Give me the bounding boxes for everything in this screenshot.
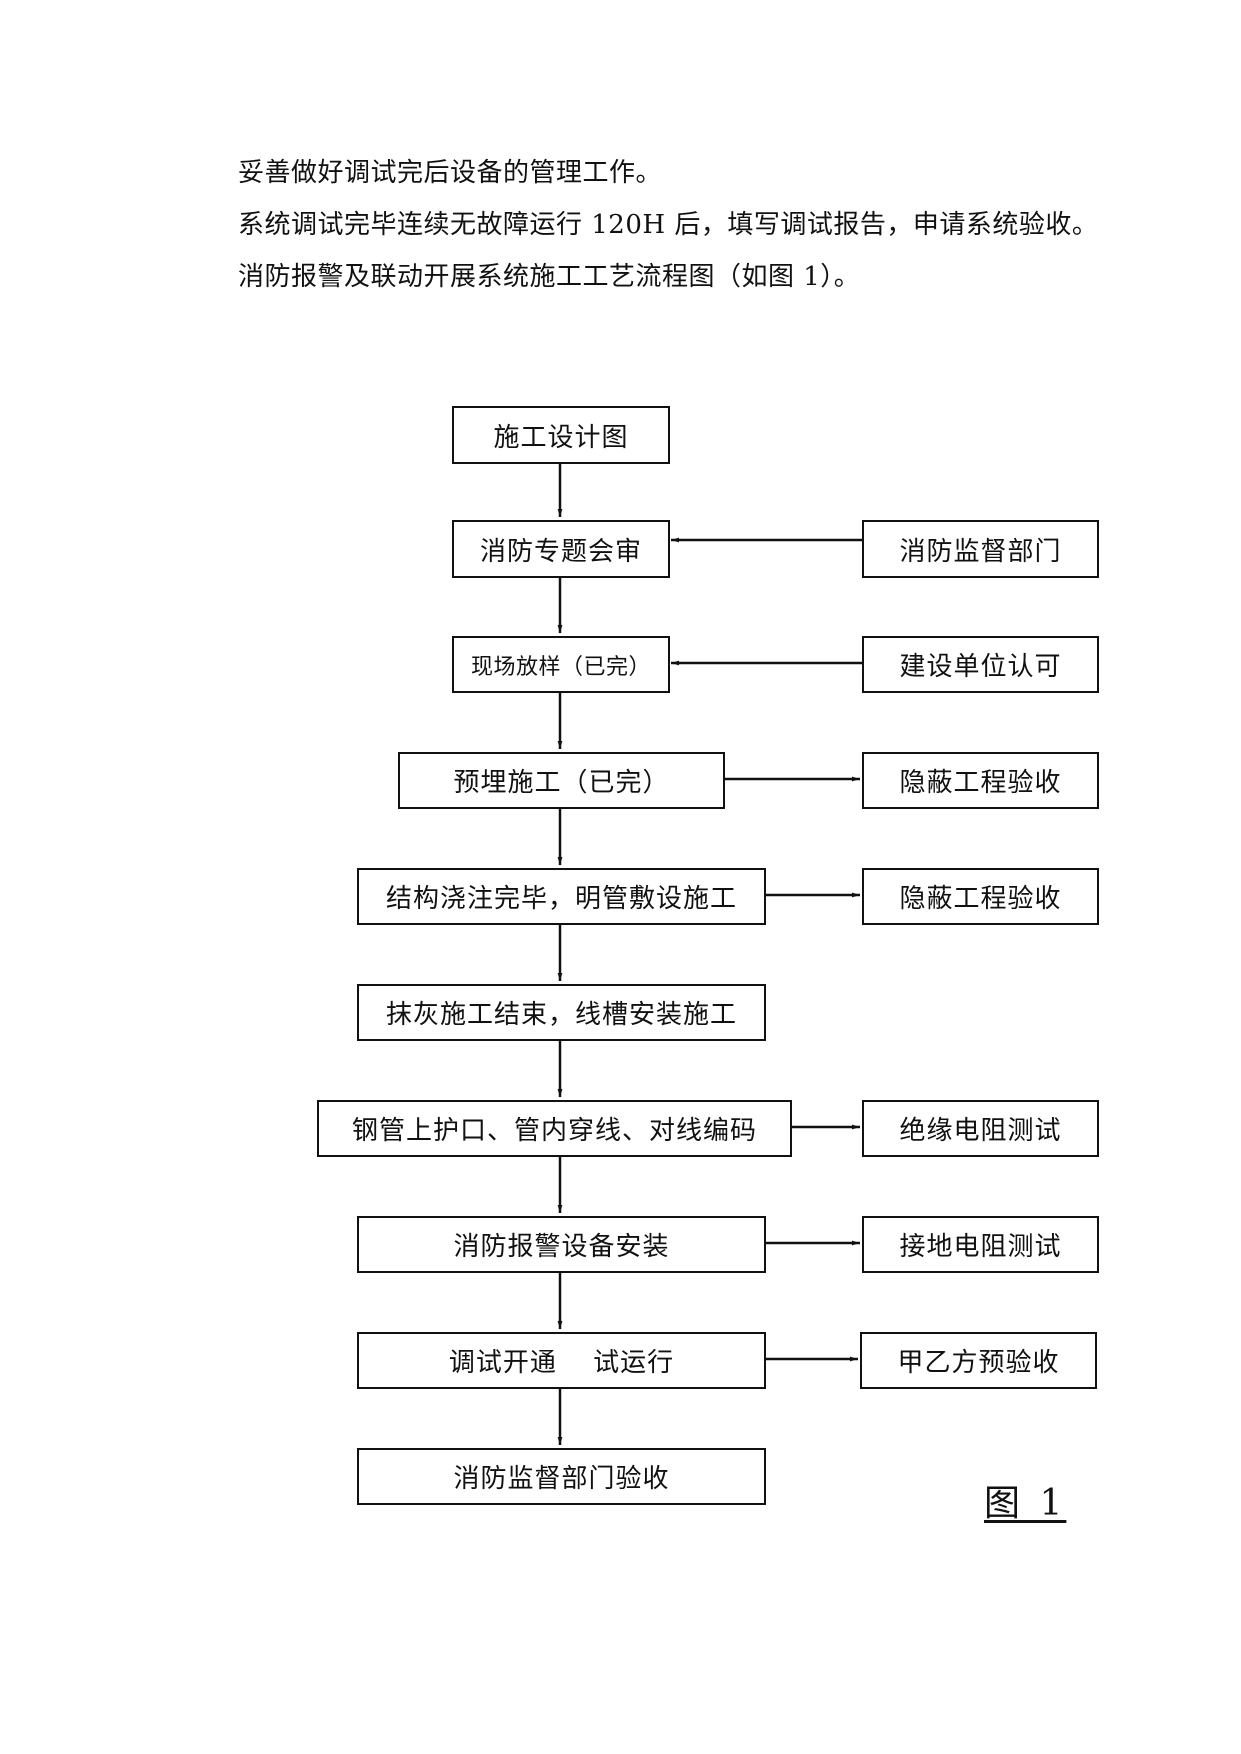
side-insulation-resistance-test: 绝缘电阻测试 <box>862 1100 1099 1157</box>
step-alarm-equipment-install: 消防报警设备安装 <box>357 1216 766 1273</box>
step-site-layout: 现场放样（已完） <box>452 636 670 693</box>
paragraph-2: 系统调试完毕连续无故障运行 120H 后，填写调试报告，申请系统验收。 <box>238 210 1099 240</box>
step-construction-drawings: 施工设计图 <box>452 406 670 464</box>
step-fire-review-meeting: 消防专题会审 <box>452 520 670 578</box>
step-wiring-coding: 钢管上护口、管内穿线、对线编码 <box>317 1100 792 1157</box>
step-conduit-laying: 结构浇注完毕，明管敷设施工 <box>357 868 766 925</box>
side-grounding-resistance-test: 接地电阻测试 <box>862 1216 1099 1273</box>
step-commissioning: 调试开通 试运行 <box>357 1332 766 1389</box>
side-owner-approval: 建设单位认可 <box>862 636 1099 693</box>
step-embedded-works: 预埋施工（已完） <box>398 752 725 809</box>
side-concealed-works-acceptance-1: 隐蔽工程验收 <box>862 752 1099 809</box>
side-concealed-works-acceptance-2: 隐蔽工程验收 <box>862 868 1099 925</box>
figure-label: 图 1 <box>984 1483 1067 1524</box>
paragraph-1: 妥善做好调试完后设备的管理工作。 <box>238 158 663 188</box>
step-trunking-installation: 抹灰施工结束，线槽安装施工 <box>357 984 766 1041</box>
side-pre-acceptance: 甲乙方预验收 <box>860 1332 1097 1389</box>
step-final-acceptance: 消防监督部门验收 <box>357 1448 766 1505</box>
side-fire-supervision-dept: 消防监督部门 <box>862 520 1099 578</box>
paragraph-3: 消防报警及联动开展系统施工工艺流程图（如图 1）。 <box>238 262 861 292</box>
